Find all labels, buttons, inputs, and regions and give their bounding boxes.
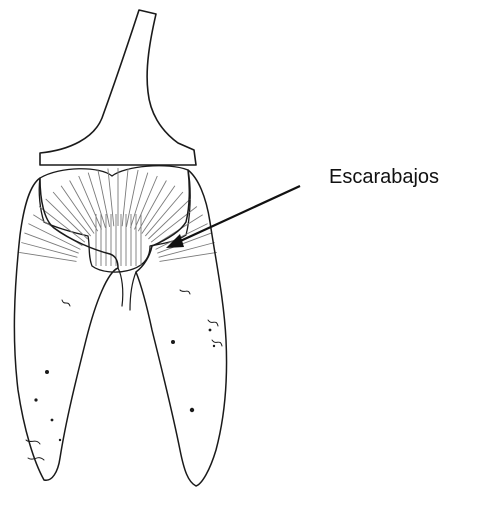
inner-notch-right — [130, 272, 136, 310]
hatch-line — [46, 199, 88, 239]
hatch-line — [145, 192, 183, 236]
hatch-line — [148, 199, 190, 239]
hatch-line — [98, 170, 110, 227]
texture-marks — [34, 329, 215, 442]
hatch-line — [142, 186, 175, 234]
hatch-line — [19, 252, 76, 261]
inner-notch-left — [118, 268, 123, 306]
scribble-marks — [26, 290, 222, 460]
left-lobe — [14, 178, 118, 480]
callout-label: Escarabajos — [329, 166, 439, 188]
upper-horn — [40, 10, 196, 165]
hatch-line — [53, 192, 91, 236]
hatch-line — [39, 207, 85, 243]
hatch-line — [61, 186, 94, 234]
pointer-arrow — [166, 186, 300, 248]
hatch-line — [122, 169, 128, 227]
right-lobe — [136, 170, 227, 486]
hatch-line — [160, 252, 217, 261]
